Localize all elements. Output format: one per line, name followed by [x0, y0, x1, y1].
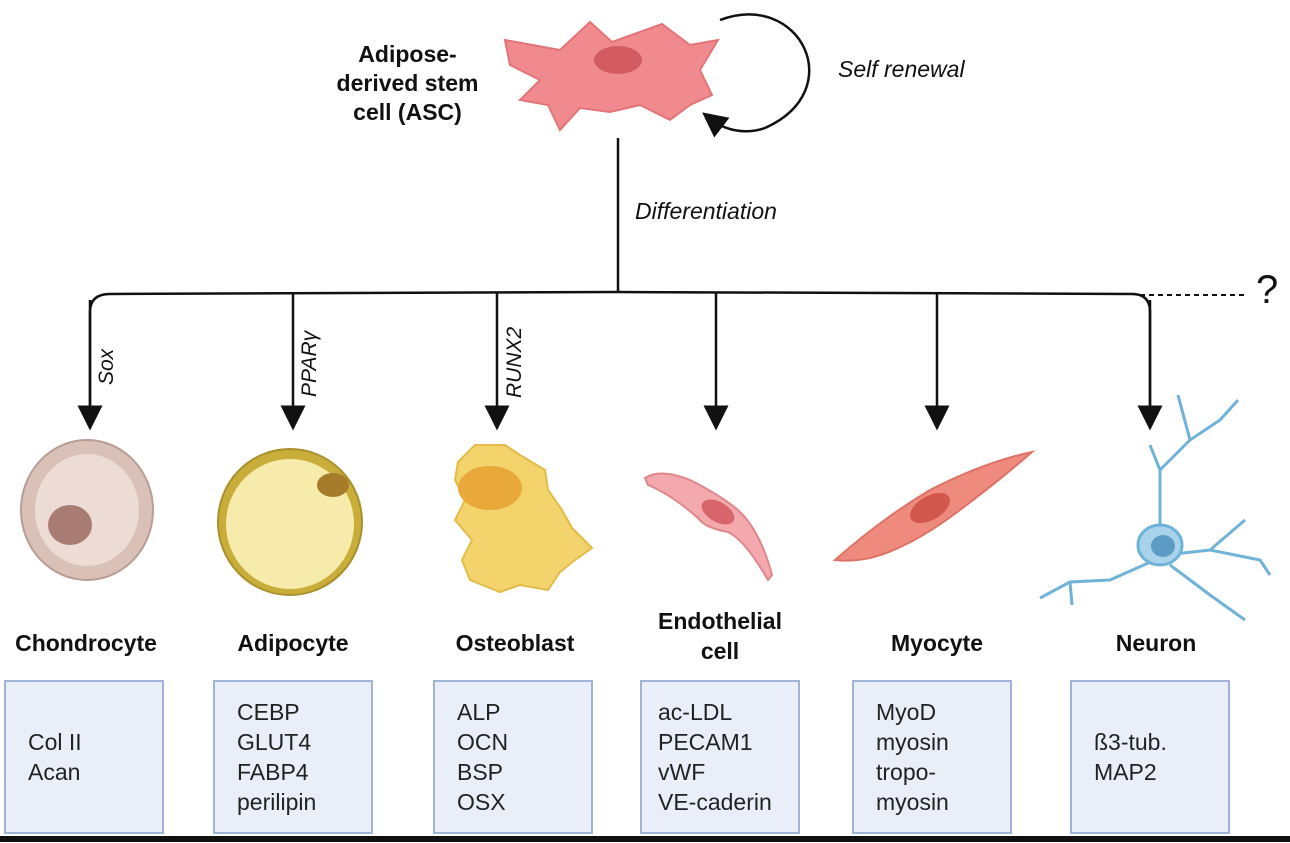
marker-item: tropo- [876, 759, 937, 785]
cell-name-line: Chondrocyte [15, 630, 157, 656]
marker-list: MyoD myosin tropo- myosin [876, 697, 949, 817]
myocyte-icon [832, 450, 1036, 562]
marker-item: Col II [28, 729, 82, 755]
osteoblast-icon [453, 444, 594, 594]
marker-item: OSX [457, 789, 506, 815]
self-renewal-arrow [702, 13, 811, 138]
marker-list: CEBP GLUT4 FABP4 perilipin [237, 697, 316, 817]
stem-cell-title: Adipose- derived stem cell (ASC) [300, 40, 515, 127]
branch-bar [88, 290, 1152, 410]
marker-item: myosin [876, 789, 949, 815]
cell-name-chondrocyte: Chondrocyte [0, 628, 172, 658]
chondrocyte-icon [20, 439, 154, 581]
marker-item: ALP [457, 699, 501, 725]
cell-name-line: Adipocyte [237, 630, 349, 656]
cell-name-line: Neuron [1115, 630, 1197, 656]
marker-list: ß3-tub. MAP2 [1094, 727, 1167, 787]
marker-item: BSP [457, 759, 504, 785]
marker-item: GLUT4 [237, 729, 312, 755]
marker-item: OCN [457, 729, 509, 755]
marker-list: ac-LDL PECAM1 vWF VE-caderin [658, 697, 772, 817]
self-renewal-label: Self renewal [838, 56, 965, 82]
cell-name-line: Osteoblast [455, 630, 575, 656]
runx2-label: RUNX2 [503, 326, 526, 398]
cell-name-adipocyte: Adipocyte [203, 628, 383, 658]
marker-box-myocyte: MyoD myosin tropo- myosin [852, 680, 1012, 834]
marker-item: ß3-tub. [1094, 729, 1167, 755]
marker-item: MyoD [876, 699, 937, 725]
marker-item: CEBP [237, 699, 300, 725]
marker-item: PECAM1 [658, 729, 753, 755]
ppar-label: PPARγ [298, 330, 321, 397]
marker-item: perilipin [237, 789, 317, 815]
marker-list: Col II Acan [28, 727, 82, 787]
cell-name-neuron: Neuron [1066, 628, 1246, 658]
marker-item: Acan [28, 759, 81, 785]
marker-box-neuron: ß3-tub. MAP2 [1070, 680, 1230, 834]
marker-item: vWF [658, 759, 706, 785]
cell-name-line: Myocyte [890, 630, 984, 656]
stem-title-line-2: derived stem [336, 70, 479, 96]
cell-name-line: Endothelial [658, 608, 782, 634]
marker-item: FABP4 [237, 759, 309, 785]
cell-name-line: cell [700, 638, 740, 664]
stem-title-line-1: Adipose- [358, 41, 457, 67]
marker-item: myosin [876, 729, 949, 755]
cell-name-osteoblast: Osteoblast [425, 628, 605, 658]
marker-item: MAP2 [1094, 759, 1157, 785]
stem-cell-icon [503, 20, 720, 132]
cell-name-myocyte: Myocyte [847, 628, 1027, 658]
differentiation-label: Differentiation [635, 198, 777, 224]
sox-label: Sox [95, 348, 118, 385]
unknown-branch-label: ? [1256, 268, 1279, 312]
marker-list: ALP OCN BSP OSX [457, 697, 508, 817]
endothelial-cell-icon [643, 472, 774, 582]
stem-title-line-3: cell (ASC) [353, 99, 462, 125]
marker-box-chondrocyte: Col II Acan [4, 680, 164, 834]
marker-item: VE-caderin [658, 789, 772, 815]
adipocyte-icon [217, 448, 363, 596]
marker-box-osteoblast: ALP OCN BSP OSX [433, 680, 593, 834]
marker-item: ac-LDL [658, 699, 733, 725]
neuron-icon [1039, 394, 1272, 622]
marker-box-adipocyte: CEBP GLUT4 FABP4 perilipin [213, 680, 373, 834]
marker-box-endothelial: ac-LDL PECAM1 vWF VE-caderin [640, 680, 800, 834]
cell-name-endothelial: Endothelial cell [630, 606, 810, 666]
